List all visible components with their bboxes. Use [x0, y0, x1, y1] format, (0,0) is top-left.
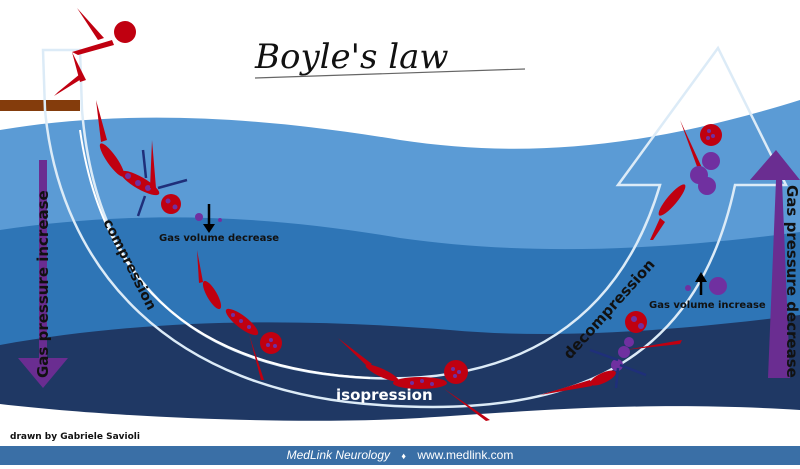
- compression-arrows-icon: [136, 149, 188, 217]
- gas-pressure-decrease-arrow: Gas pressure decrease: [750, 150, 800, 378]
- decompression-arrows-icon: [589, 348, 647, 389]
- diver-jumping: [54, 8, 136, 96]
- diver-surfacing: [650, 120, 722, 240]
- diver-isopression: [338, 338, 490, 421]
- gas-volume-increase-label: Gas volume increase: [649, 300, 766, 311]
- gas-bubble-large: [195, 213, 203, 221]
- gas-volume-decrease-indicator: Gas volume decrease: [159, 204, 279, 244]
- gas-volume-increase-indicator: Gas volume increase: [649, 272, 766, 311]
- gas-bubble-small: [218, 218, 222, 222]
- diving-board: [0, 100, 80, 111]
- footer-separator-icon: ♦: [401, 451, 406, 461]
- footer-url-link[interactable]: www.medlink.com: [417, 448, 514, 462]
- diver-compression: [96, 100, 188, 217]
- diver-decompression: [540, 311, 682, 395]
- diagram-title: Boyle's law: [254, 37, 449, 77]
- arrow-down-icon: [203, 224, 215, 233]
- gas-pressure-increase-label: Gas pressure increase: [34, 190, 52, 378]
- gas-pressure-increase-arrow: Gas pressure increase: [18, 160, 68, 388]
- title-underline: [254, 68, 526, 79]
- footer-brand: MedLink Neurology: [286, 448, 391, 462]
- gas-pressure-decrease-label: Gas pressure decrease: [783, 185, 800, 378]
- path-inner-line: [79, 129, 371, 379]
- footer-bar: MedLink Neurology ♦ www.medlink.com: [0, 446, 800, 465]
- arrow-up-icon: [695, 272, 707, 282]
- isopression-label: isopression: [336, 386, 433, 404]
- author-credit: drawn by Gabriele Savioli: [10, 432, 140, 442]
- gas-bubble-small: [685, 285, 691, 291]
- gas-volume-decrease-label: Gas volume decrease: [159, 233, 279, 244]
- gas-bubble-large: [709, 277, 727, 295]
- diver-descending: [197, 250, 282, 380]
